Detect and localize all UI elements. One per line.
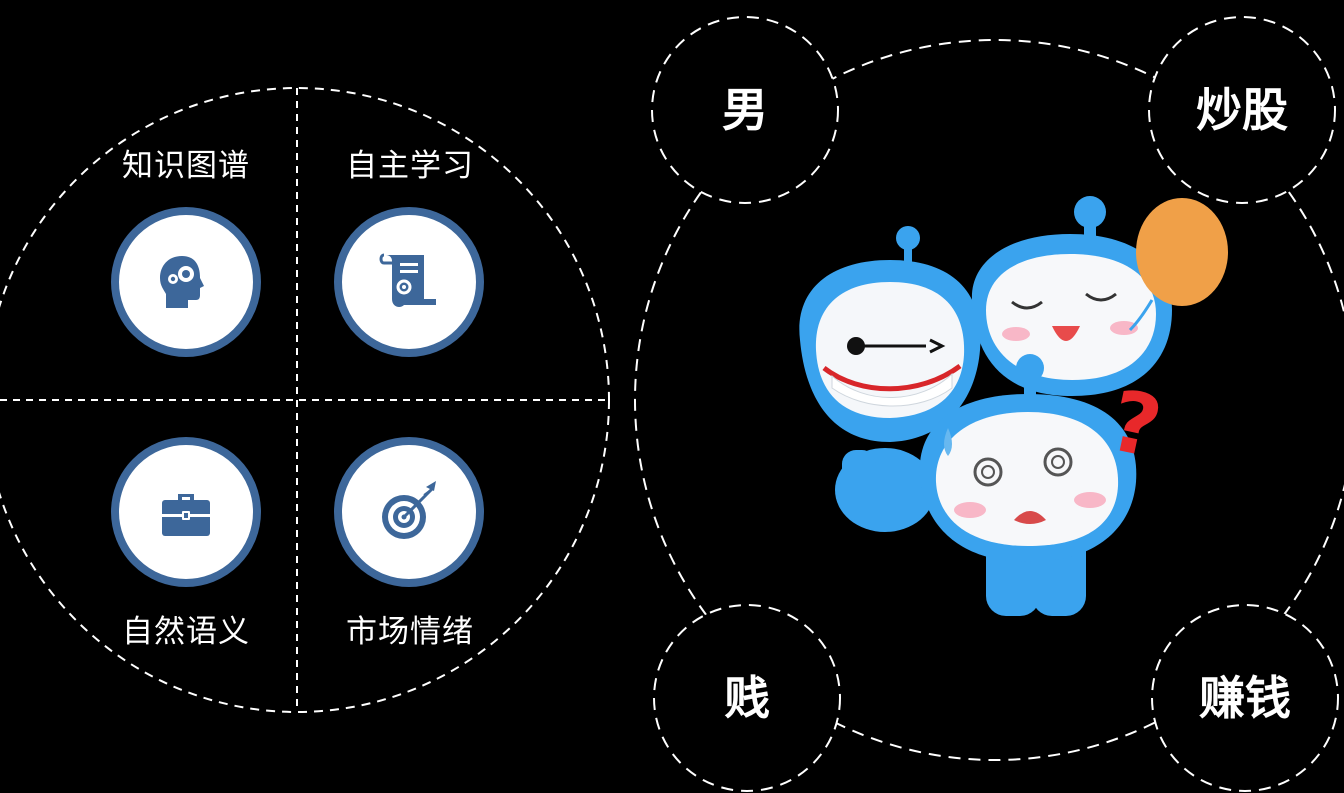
target-arrow-icon-badge	[334, 437, 484, 587]
quadrant-label-natural-semantics: 自然语义	[122, 614, 250, 650]
quadrant-label-knowledge-graph: 知识图谱	[122, 148, 250, 184]
quadrant-label-market-sentiment: 市场情绪	[346, 614, 474, 650]
node-label-bottom-left: 贱	[724, 671, 770, 725]
balloon	[1128, 198, 1228, 332]
left-outer-circle	[0, 87, 610, 713]
quadrant-label-self-learning: 自主学习	[346, 148, 474, 184]
node-label-top-right: 炒股	[1196, 83, 1288, 137]
node-label-bottom-right: 赚钱	[1199, 671, 1291, 725]
scroll-gear-icon	[379, 253, 436, 307]
grinning-mascot	[799, 226, 981, 532]
scroll-gear-icon-badge	[334, 207, 484, 357]
briefcase-icon-badge	[111, 437, 261, 587]
briefcase-icon	[162, 494, 210, 536]
mascot-illustration: ?	[799, 196, 1228, 616]
right-outer-circle	[634, 39, 1344, 761]
node-circle-bottom-right	[1151, 604, 1339, 792]
target-arrow-icon	[382, 481, 436, 539]
dizzy-mascot	[919, 354, 1137, 616]
node-circle-top-right	[1148, 16, 1336, 204]
head-gears-icon	[160, 256, 204, 308]
happy-mascot	[971, 196, 1172, 396]
node-circle-bottom-left	[653, 604, 841, 792]
head-gears-icon-badge	[111, 207, 261, 357]
node-circle-top-left	[651, 16, 839, 204]
node-label-top-left: 男	[722, 83, 768, 137]
